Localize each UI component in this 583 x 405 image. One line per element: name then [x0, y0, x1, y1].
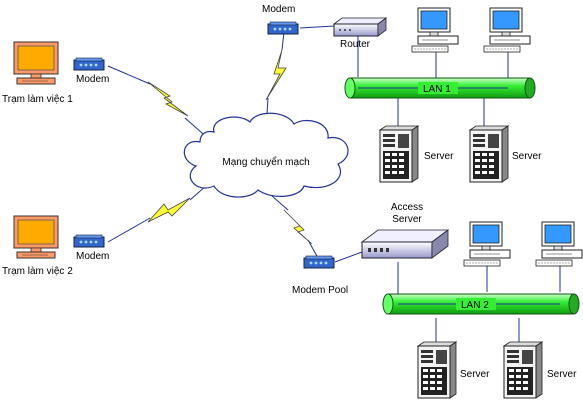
modem-top[interactable]: Modem [262, 4, 299, 35]
server-1-icon [379, 125, 419, 183]
modem-top-icon [267, 21, 299, 35]
server-3-label: Server [460, 369, 490, 380]
modem-ws1-icon [73, 57, 105, 71]
server-1[interactable]: Server [379, 125, 454, 183]
lightning-ws2 [147, 197, 191, 223]
link-modem-down [281, 31, 285, 51]
lan-1: LAN 1 [344, 77, 536, 99]
lan1-pc-2-icon[interactable] [483, 7, 531, 53]
lightning-pool [283, 209, 313, 245]
router-icon [332, 17, 388, 37]
lan2-pc-2-icon[interactable] [535, 221, 583, 267]
modem-ws1[interactable]: Modem [73, 57, 109, 85]
workstation-1-icon [13, 41, 59, 85]
access-server[interactable]: Access Server [360, 202, 450, 259]
link-modem-router [299, 25, 335, 29]
link-pool-access [334, 251, 363, 263]
workstation-1-label: Trạm làm việc 1 [2, 94, 73, 105]
link-pool-down [307, 239, 319, 259]
access-server-label-1: Access [391, 202, 423, 213]
modem-pool-label: Modem Pool [292, 285, 348, 296]
server-4-icon [503, 341, 543, 399]
server-4[interactable]: Server [503, 341, 577, 399]
server-2-label: Server [512, 151, 542, 162]
link-ws1-modem [107, 65, 151, 85]
server-3[interactable]: Server [417, 341, 490, 399]
lan-2-label: LAN 2 [461, 300, 489, 311]
router[interactable]: Router [332, 17, 388, 50]
lan-1-label: LAN 1 [423, 84, 451, 95]
modem-ws2[interactable]: Modem [73, 234, 109, 262]
switched-network-cloud: Mạng chuyển mạch [183, 112, 349, 198]
lightning-top [265, 49, 287, 101]
link-ws2-modem [107, 217, 151, 243]
modem-ws2-icon [73, 234, 105, 248]
server-2[interactable]: Server [469, 125, 542, 183]
lightning-ws1 [147, 81, 189, 117]
lan-2: LAN 2 [382, 293, 580, 315]
server-3-icon [417, 341, 457, 399]
lightning-bolts [147, 49, 313, 245]
access-server-icon [360, 229, 450, 259]
cloud-label: Mạng chuyển mạch [222, 156, 309, 168]
server-2-icon [469, 125, 509, 183]
modem-pool[interactable]: Modem Pool [292, 255, 348, 296]
server-4-label: Server [547, 369, 577, 380]
lan1-pc-1-icon[interactable] [411, 7, 459, 53]
lan2-pc-1-icon[interactable] [463, 221, 511, 267]
access-server-label-2: Server [392, 214, 422, 225]
modem-top-label: Modem [262, 4, 295, 15]
workstation-2-icon [13, 215, 59, 259]
connection-lines [107, 25, 561, 344]
link-cloud-pool [271, 195, 289, 211]
router-label: Router [340, 39, 371, 50]
modem-ws1-label: Modem [76, 74, 109, 85]
workstation-2[interactable]: Trạm làm việc 2 [2, 215, 73, 277]
modem-ws2-label: Modem [76, 251, 109, 262]
modem-pool-icon [303, 255, 335, 269]
workstation-2-label: Trạm làm việc 2 [2, 266, 73, 277]
workstation-1[interactable]: Trạm làm việc 1 [2, 41, 73, 105]
server-1-label: Server [424, 151, 454, 162]
